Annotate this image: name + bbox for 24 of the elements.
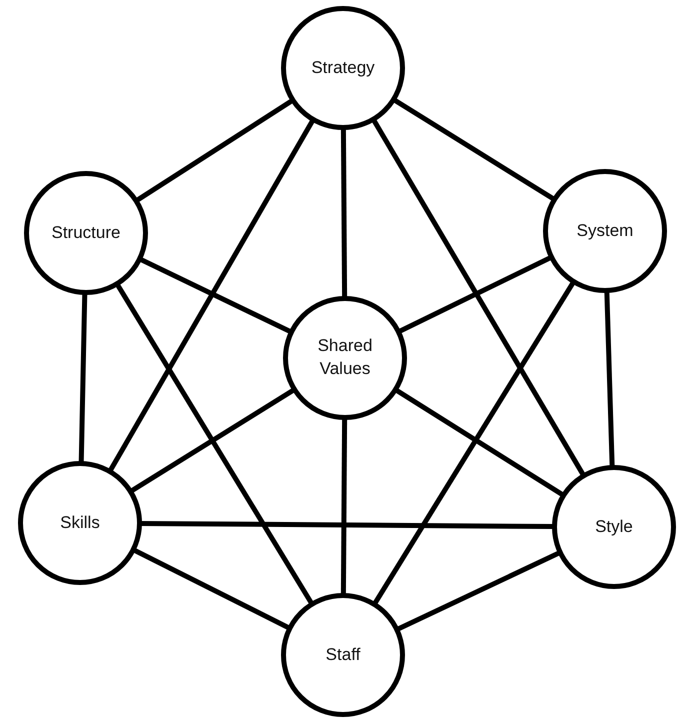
node-label: Structure <box>52 222 120 244</box>
connector-line <box>398 255 552 334</box>
connector-line <box>138 256 292 334</box>
connector-line <box>392 98 556 202</box>
connector-line <box>135 98 294 203</box>
node-label: System <box>576 220 634 242</box>
node-label: Strategy <box>311 56 375 79</box>
connector-line <box>78 292 88 464</box>
connector-line <box>340 418 348 596</box>
connector-line <box>396 550 561 632</box>
node-label: Skills <box>60 512 100 534</box>
connector-line <box>140 520 554 530</box>
node-label: Style <box>595 516 633 538</box>
connector-line <box>371 118 586 477</box>
connector-line <box>394 388 565 498</box>
connector-line <box>130 388 296 494</box>
node-label: Shared Values <box>316 335 374 380</box>
node-label: Staff <box>326 644 360 666</box>
connector-line <box>132 548 290 630</box>
connector-line <box>108 118 316 472</box>
connector-line <box>604 290 615 468</box>
connector-line <box>372 280 576 606</box>
connector-line <box>115 282 314 606</box>
connector-line <box>340 128 348 298</box>
